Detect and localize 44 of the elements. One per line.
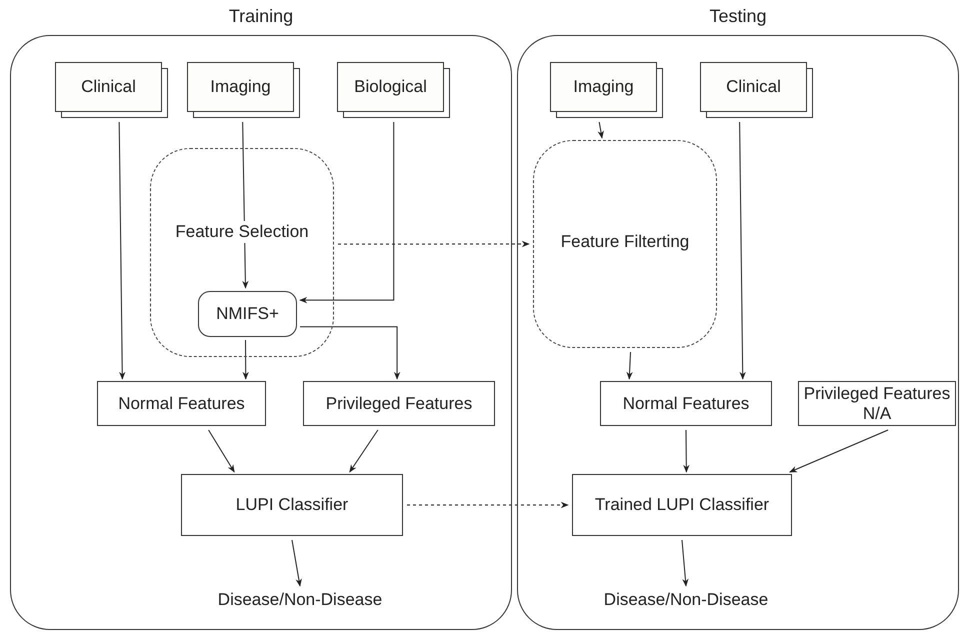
panel-title: Training (228, 5, 294, 28)
arrow (292, 540, 302, 587)
arrow (406, 502, 569, 508)
box-label: Biological (354, 76, 427, 98)
box-label: Privileged Features N/A (802, 384, 952, 424)
box-label: NMIFS+ (215, 304, 280, 324)
box-label: Trained LUPI Classifier (594, 495, 770, 515)
box-label: LUPI Classifier (234, 495, 350, 515)
stacked-document-box (550, 62, 663, 118)
stacked-document-box (187, 62, 300, 118)
stacked-document-box (337, 62, 450, 118)
process-box (198, 291, 297, 337)
box-label: Normal Features (117, 394, 246, 414)
panel-title: Testing (709, 5, 767, 28)
process-box (303, 381, 495, 426)
arrow (789, 430, 889, 472)
outcome-text: Disease/Non-Disease (200, 588, 400, 612)
arrow (208, 430, 235, 473)
process-box (181, 474, 403, 536)
arrow (739, 122, 746, 380)
arrow (118, 122, 126, 380)
process-box (97, 381, 266, 426)
outcome-text: Disease/Non-Disease (586, 588, 786, 612)
box-label: Privileged Features (324, 394, 474, 414)
arrow (300, 326, 400, 380)
process-box (600, 381, 772, 426)
arrow (299, 122, 394, 304)
box-label: Clinical (726, 76, 781, 98)
arrow (598, 122, 604, 139)
arrow (626, 352, 633, 380)
arrow (338, 240, 530, 248)
stacked-document-box (55, 62, 168, 118)
arrow (683, 430, 690, 473)
dashed-group (533, 140, 717, 348)
arrow (242, 340, 249, 380)
box-label: Normal Features (622, 394, 750, 414)
box-label: Clinical (81, 76, 136, 98)
stacked-document-box (700, 62, 813, 118)
dashed-group (150, 148, 334, 357)
box-label: Imaging (573, 76, 634, 98)
box-label: Imaging (210, 76, 271, 98)
process-box (572, 474, 792, 536)
arrow (682, 540, 689, 587)
arrow (349, 430, 378, 473)
